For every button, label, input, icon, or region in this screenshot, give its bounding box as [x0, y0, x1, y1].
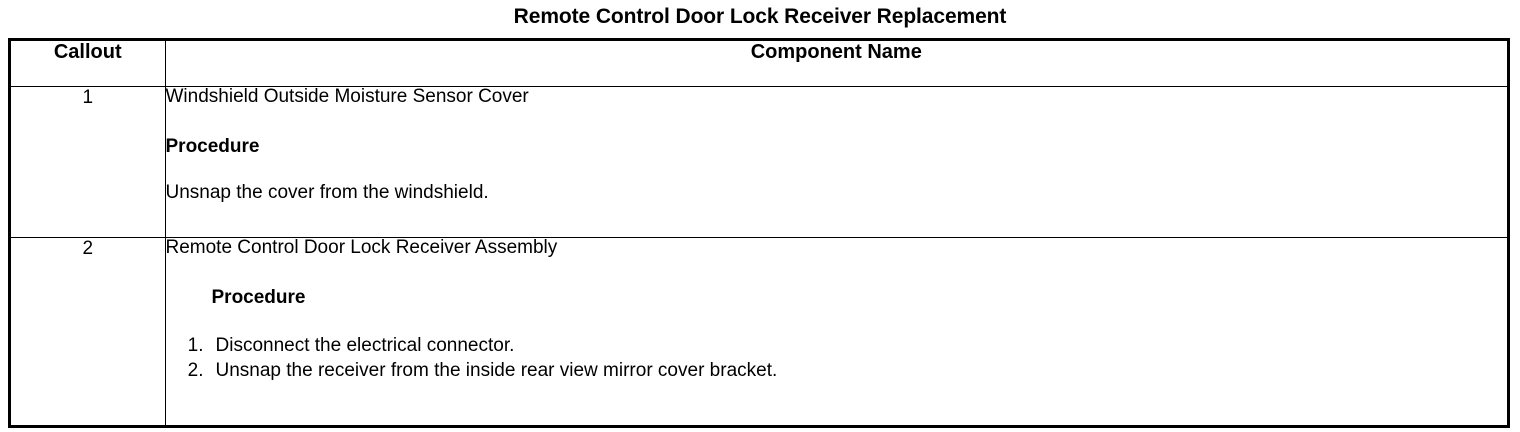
column-header-callout: Callout	[11, 41, 166, 87]
page-title: Remote Control Door Lock Receiver Replac…	[513, 5, 1007, 28]
step-number: 2.	[187, 359, 204, 381]
procedure-heading: Procedure	[211, 286, 306, 308]
spacer	[166, 259, 1508, 288]
component-name-text: Remote Control Door Lock Receiver Assemb…	[165, 237, 558, 259]
step-text: Unsnap the receiver from the inside rear…	[215, 359, 778, 381]
callout-number: 1	[11, 85, 166, 239]
list-item: 2. Unsnap the receiver from the inside r…	[166, 359, 1508, 384]
table-body: 1 Windshield Outside Moisture Sensor Cov…	[11, 85, 1508, 425]
list-item: 1. Disconnect the electrical connector.	[166, 334, 1508, 359]
component-cell: Remote Control Door Lock Receiver Assemb…	[164, 237, 1508, 425]
procedure-step-list: 1. Disconnect the electrical connector. …	[166, 334, 1508, 383]
procedure-text: Unsnap the cover from the windshield.	[165, 182, 489, 204]
procedure-heading: Procedure	[165, 135, 260, 157]
callout-table-wrapper: Callout Component Name 1 Windshield Outs…	[8, 38, 1510, 428]
component-name-text: Windshield Outside Moisture Sensor Cover	[165, 86, 529, 107]
spacer	[166, 108, 1508, 137]
table-row: 1 Windshield Outside Moisture Sensor Cov…	[11, 85, 1508, 239]
spacer	[166, 157, 1508, 183]
table-header: Callout Component Name	[11, 41, 1507, 87]
callout-table: Callout Component Name 1 Windshield Outs…	[11, 41, 1507, 425]
spacer	[166, 308, 1508, 334]
step-text: Disconnect the electrical connector.	[215, 335, 515, 357]
callout-number: 2	[11, 237, 166, 425]
table-row: 2 Remote Control Door Lock Receiver Asse…	[11, 237, 1508, 425]
component-cell: Windshield Outside Moisture Sensor Cover…	[164, 85, 1508, 239]
step-number: 1.	[187, 335, 204, 357]
column-header-component-name: Component Name	[164, 41, 1507, 87]
table-header-row: Callout Component Name	[11, 41, 1507, 87]
